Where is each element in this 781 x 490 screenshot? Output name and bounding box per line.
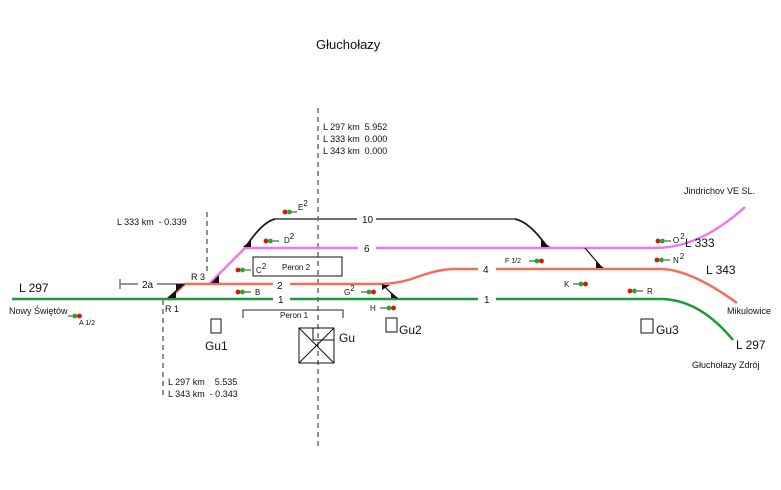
- signal-o-label: O2: [673, 232, 685, 245]
- signal-k[interactable]: [573, 281, 588, 287]
- platform-1: [242, 309, 344, 318]
- km-left-l343: L 343 km - 0.343: [168, 389, 238, 399]
- km-left-l297: L 297 km 5.535: [168, 377, 237, 387]
- signal-f[interactable]: [529, 258, 544, 264]
- signal-b[interactable]: [235, 289, 251, 295]
- km-center-l343: L 343 km 0.000: [323, 146, 387, 156]
- line-label-l297-west: L 297: [19, 281, 49, 295]
- signal-r[interactable]: [627, 288, 643, 294]
- switch-label-r3: R 3: [191, 272, 205, 282]
- km-l333: L 333 km - 0.339: [117, 217, 187, 227]
- signal-f-label: F 1/2: [505, 258, 521, 265]
- destination-mikulowice: Mikulowice: [727, 306, 771, 316]
- building-gu1: [210, 318, 222, 334]
- signal-r-label: R: [647, 287, 653, 296]
- switch-label-r1: R 1: [165, 304, 179, 314]
- signal-h[interactable]: [380, 305, 396, 311]
- track-label-1-east: 1: [484, 295, 490, 306]
- switch-frog-2-1-b: [391, 292, 398, 298]
- station-title: Głuchołazy: [316, 37, 381, 52]
- destination-nowy-swietow: Nowy Świętów: [9, 305, 68, 316]
- switch-frog-10-west: [243, 240, 251, 247]
- switch-frog-2-1-a: [382, 285, 390, 290]
- km-center-l297: L 297 km 5.952: [323, 122, 387, 132]
- switch-frog-r3: [211, 275, 219, 283]
- track-label-1: 1: [278, 295, 284, 306]
- line-label-l297-east: L 297: [736, 338, 766, 352]
- destination-jindrichov: Jindrichov VE SL.: [684, 186, 755, 196]
- building-gu3: [640, 318, 654, 334]
- destination-glucholazy-zdroj: Głuchołazy Zdrój: [692, 360, 760, 370]
- signal-e[interactable]: [282, 209, 297, 215]
- switch-frog-10-east: [541, 240, 550, 247]
- line-333-track-6[interactable]: [209, 206, 746, 284]
- building-gu2: [385, 317, 398, 333]
- track-label-10: 10: [362, 215, 374, 226]
- signal-k-label: K: [564, 280, 570, 289]
- signal-c-label: C2: [256, 262, 267, 275]
- building-gu-label: Gu: [339, 331, 355, 345]
- signal-n-label: N2: [673, 252, 685, 265]
- line-297-track-1[interactable]: [12, 297, 734, 341]
- signal-d[interactable]: [263, 238, 279, 244]
- signal-g-label: G2: [344, 284, 355, 297]
- platform-2-label: Peron 2: [282, 263, 311, 272]
- signal-e-label: E2: [298, 199, 308, 212]
- line-label-l333: L 333: [685, 236, 715, 250]
- signal-h-label: H: [370, 304, 376, 313]
- track-label-4: 4: [483, 265, 489, 276]
- signal-o[interactable]: [655, 238, 671, 244]
- signal-a-label: A 1/2: [79, 320, 95, 327]
- signal-n[interactable]: [654, 257, 670, 263]
- building-gu: [298, 327, 335, 364]
- building-gu1-label: Gu1: [205, 339, 228, 353]
- platform-1-label: Peron 1: [280, 311, 309, 320]
- km-center-l333: L 333 km 0.000: [323, 134, 387, 144]
- switch-frog-6-4: [596, 262, 604, 268]
- platform-2: [252, 256, 343, 277]
- signal-d-label: D2: [284, 232, 295, 245]
- building-gu2-label: Gu2: [399, 323, 422, 337]
- track-label-2a: 2a: [142, 280, 154, 291]
- switch-frog-r1-upper: [176, 284, 185, 292]
- track-label-2: 2: [277, 281, 283, 292]
- signal-g[interactable]: [361, 289, 376, 295]
- switch-frog-r1: [167, 290, 176, 298]
- km-left-block: L 297 km 5.535 L 343 km - 0.343: [168, 377, 238, 399]
- building-gu3-label: Gu3: [656, 323, 679, 337]
- track-label-6: 6: [364, 244, 370, 255]
- signal-a[interactable]: [68, 313, 82, 319]
- line-label-l343: L 343: [706, 263, 736, 277]
- signal-c[interactable]: [235, 267, 251, 273]
- km-center-block: L 297 km 5.952 L 333 km 0.000 L 343 km 0…: [323, 122, 387, 156]
- signal-b-label: B: [255, 288, 260, 297]
